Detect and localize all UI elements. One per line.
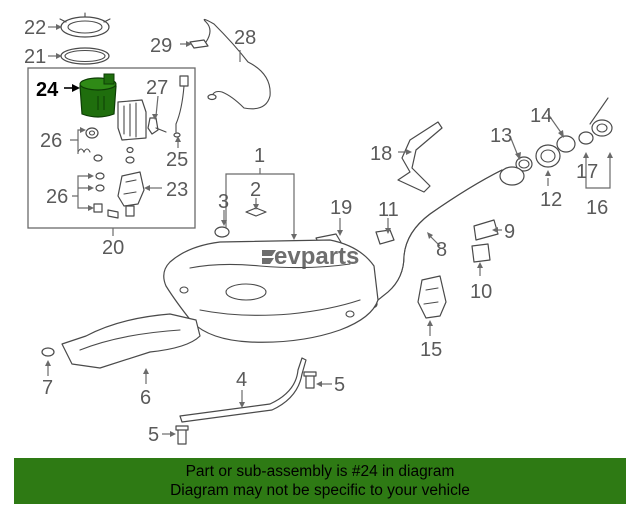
callout-1: 1 [254,145,265,167]
pipe-bracket-part [471,219,499,263]
callout-25: 25 [166,149,188,171]
callout-24: 24 [36,79,59,101]
callout-20: 20 [102,237,124,259]
callout-4: 4 [236,369,247,391]
bolt-part [175,371,317,445]
callout-3: 3 [218,191,229,213]
callout-8: 8 [436,239,447,261]
callout-5-left: 5 [148,424,159,446]
evparts-watermark: evparts [262,243,359,270]
callout-7: 7 [42,377,53,399]
callout-13: 13 [490,125,512,147]
banner-line-2: Diagram may not be specific to your vehi… [170,482,470,499]
grommet-part [41,347,55,357]
callout-26-top: 26 [40,130,62,152]
fuel-pump-module-highlight [79,73,117,118]
heat-shield-part [61,313,201,369]
filler-cap-part [515,97,613,172]
pump-housing-part [117,99,147,141]
lock-ring-part [59,12,111,38]
callout-2: 2 [250,179,261,201]
callout-9: 9 [504,221,515,243]
callout-26-bottom: 26 [46,186,68,208]
sender-unit-part [147,75,189,138]
callout-27: 27 [146,77,168,99]
callout-12: 12 [540,189,562,211]
parts-diagram: 22 21 24 29 28 27 25 26 26 23 20 1 2 3 1… [24,12,613,446]
tank-small-parts [214,207,267,238]
callout-6: 6 [140,387,151,409]
small-fittings-part [77,127,135,219]
callout-15: 15 [420,339,442,361]
pump-bracket-part [117,171,145,207]
callout-10: 10 [470,281,492,303]
vent-hose-part [189,18,271,110]
fuel-tank-part [163,239,379,343]
callout-17: 17 [576,161,598,183]
callout-5-right: 5 [334,374,345,396]
filler-bracket-part [397,121,443,193]
callout-14: 14 [530,105,552,127]
tank-strap-part [179,357,307,423]
callout-28: 28 [234,27,256,49]
callout-23: 23 [166,179,188,201]
callout-29: 29 [150,35,172,57]
callout-16: 16 [586,197,608,219]
banner-line-1: Part or sub-assembly is #24 in diagram [185,463,455,480]
leader-lines [45,24,613,437]
callout-19: 19 [330,197,352,219]
callout-21: 21 [24,46,46,68]
gasket-part [60,47,110,65]
callout-18: 18 [370,143,392,165]
canister-part [417,275,447,319]
watermark-text: evparts [274,243,359,270]
callout-22: 22 [24,17,46,39]
callout-11: 11 [378,199,399,221]
info-banner: Part or sub-assembly is #24 in diagram D… [14,458,626,504]
